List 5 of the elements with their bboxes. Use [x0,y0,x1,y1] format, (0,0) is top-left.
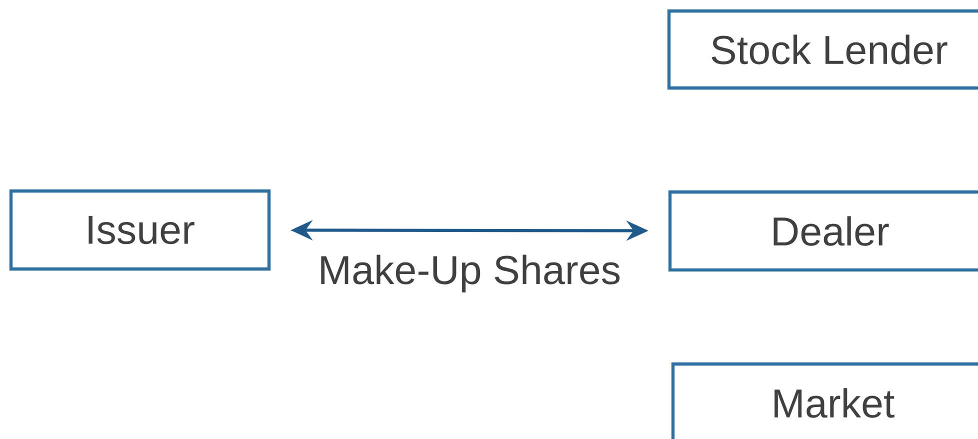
process-box: Issuer [9,189,271,271]
process-box: Market [671,362,978,439]
edge-label: Make-Up Shares [321,254,620,292]
process-box: Stock Lender [667,9,978,90]
process-box: Dealer [668,190,978,272]
